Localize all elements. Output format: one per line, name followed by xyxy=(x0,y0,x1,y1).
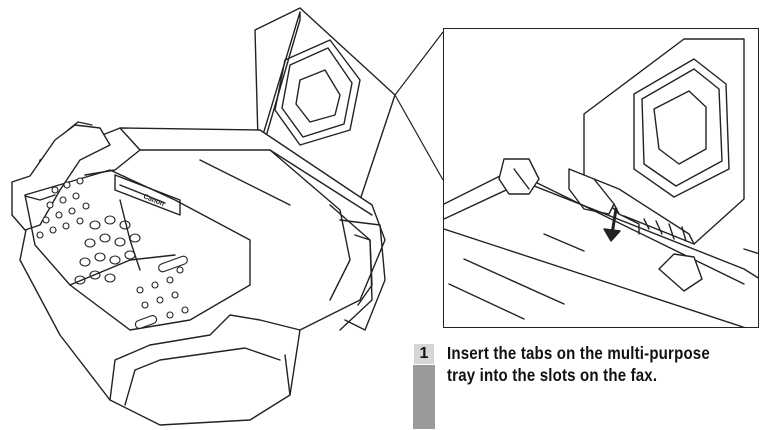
callout-lines xyxy=(394,31,444,181)
fax-machine-illustration: Canon xyxy=(11,7,396,426)
step-instruction: 1 Insert the tabs on the multi-purpose t… xyxy=(413,343,758,429)
tray-insertion-detail-illustration xyxy=(444,38,758,327)
multi-purpose-tray-detail xyxy=(568,38,745,245)
step-badge: 1 xyxy=(413,343,435,429)
detail-view-box xyxy=(443,28,759,328)
insertion-arrow-icon xyxy=(603,207,621,242)
control-panel: Canon xyxy=(24,169,251,331)
step-instruction-text: Insert the tabs on the multi-purpose tra… xyxy=(447,343,710,385)
fax-top-detail xyxy=(444,158,758,327)
fax-body xyxy=(11,121,386,426)
step-number: 1 xyxy=(414,344,434,364)
